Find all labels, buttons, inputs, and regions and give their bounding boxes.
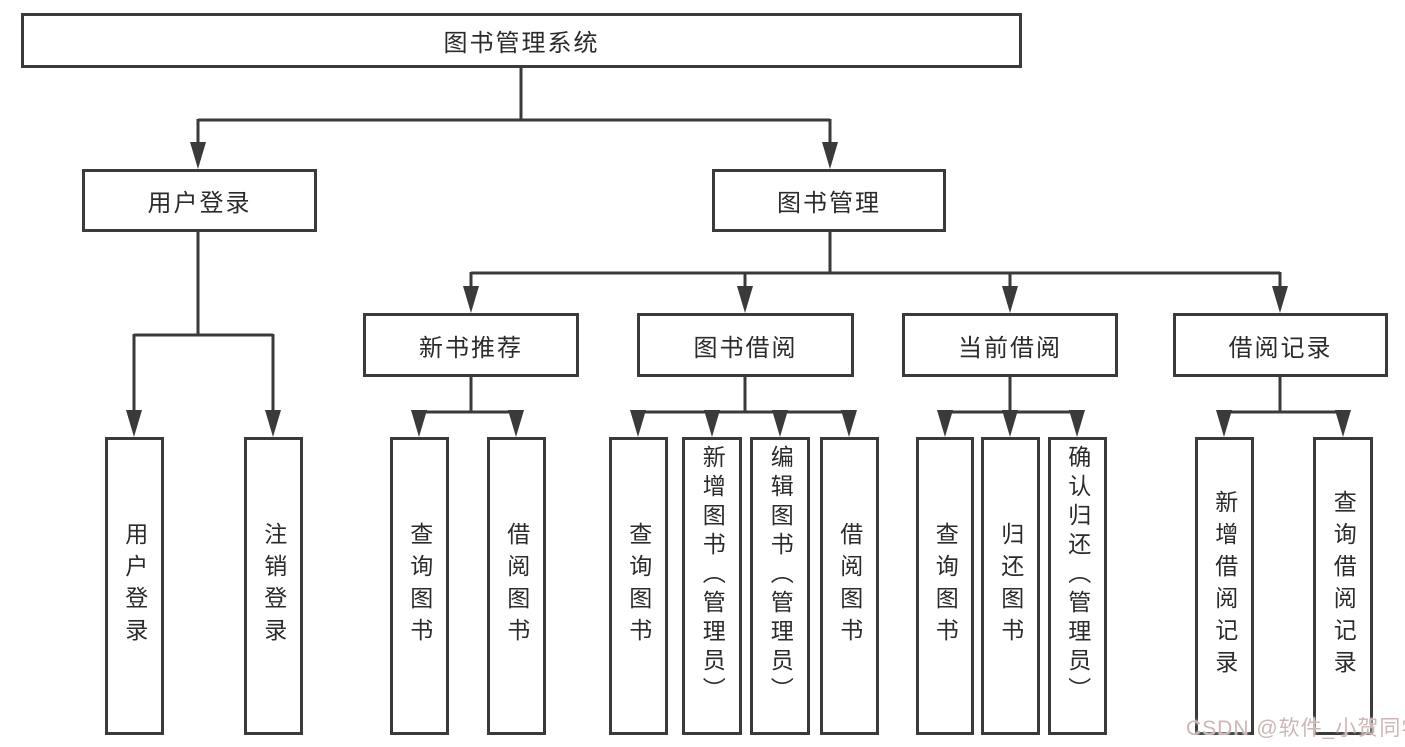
leaf-confirm-return-admin-label: 确认归还（管理员） xyxy=(1064,445,1091,706)
leaf-edit-books-admin: 编辑图书（管理员） xyxy=(750,437,810,735)
node-borrowing-records: 借阅记录 xyxy=(1173,313,1388,377)
node-book-borrowing: 图书借阅 xyxy=(637,313,854,377)
leaf-recommend-query-books: 查询图书 xyxy=(390,437,449,735)
leaf-add-books-admin-label: 新增图书（管理员） xyxy=(699,445,726,706)
node-current-borrowing: 当前借阅 xyxy=(902,313,1118,377)
leaf-recommend-query-books-label: 查询图书 xyxy=(406,522,433,650)
leaf-recommend-borrow-books: 借阅图书 xyxy=(487,437,546,735)
node-book-management-system-label: 图书管理系统 xyxy=(443,30,600,57)
watermark-text: CSDN @软件_小贺同学 xyxy=(1186,717,1405,740)
node-new-book-recommend-label: 新书推荐 xyxy=(419,334,523,362)
node-user-login: 用户登录 xyxy=(82,169,317,232)
leaf-add-borrow-record: 新增借阅记录 xyxy=(1195,437,1254,735)
leaf-logout-login: 注销登录 xyxy=(244,437,303,735)
node-book-management-system: 图书管理系统 xyxy=(21,13,1022,68)
leaf-borrowing-query-books: 查询图书 xyxy=(609,437,668,735)
leaf-add-borrow-record-label: 新增借阅记录 xyxy=(1211,490,1238,682)
leaf-borrowing-query-books-label: 查询图书 xyxy=(625,522,652,650)
leaf-recommend-borrow-books-label: 借阅图书 xyxy=(503,522,530,650)
leaf-return-books-label: 归还图书 xyxy=(997,522,1024,650)
leaf-current-query-books: 查询图书 xyxy=(916,437,974,735)
node-borrowing-records-label: 借阅记录 xyxy=(1228,334,1333,362)
leaf-query-borrow-record: 查询借阅记录 xyxy=(1313,437,1373,735)
node-book-borrowing-label: 图书借阅 xyxy=(693,334,798,362)
leaf-query-borrow-record-label: 查询借阅记录 xyxy=(1330,490,1357,682)
node-user-login-label: 用户登录 xyxy=(147,190,252,217)
leaf-borrowing-borrow-books-label: 借阅图书 xyxy=(836,522,863,650)
node-book-management: 图书管理 xyxy=(712,169,946,232)
leaf-edit-books-admin-label: 编辑图书（管理员） xyxy=(767,445,794,706)
leaf-borrowing-borrow-books: 借阅图书 xyxy=(820,437,879,735)
leaf-current-query-books-label: 查询图书 xyxy=(932,522,959,650)
leaf-add-books-admin: 新增图书（管理员） xyxy=(682,437,742,735)
leaf-user-login-label: 用户登录 xyxy=(121,522,148,650)
node-book-management-label: 图书管理 xyxy=(777,190,881,217)
leaf-logout-login-label: 注销登录 xyxy=(260,522,287,650)
leaf-user-login: 用户登录 xyxy=(105,437,164,735)
node-current-borrowing-label: 当前借阅 xyxy=(958,334,1062,362)
node-new-book-recommend: 新书推荐 xyxy=(363,313,579,377)
leaf-return-books: 归还图书 xyxy=(981,437,1040,735)
leaf-confirm-return-admin: 确认归还（管理员） xyxy=(1048,437,1107,735)
